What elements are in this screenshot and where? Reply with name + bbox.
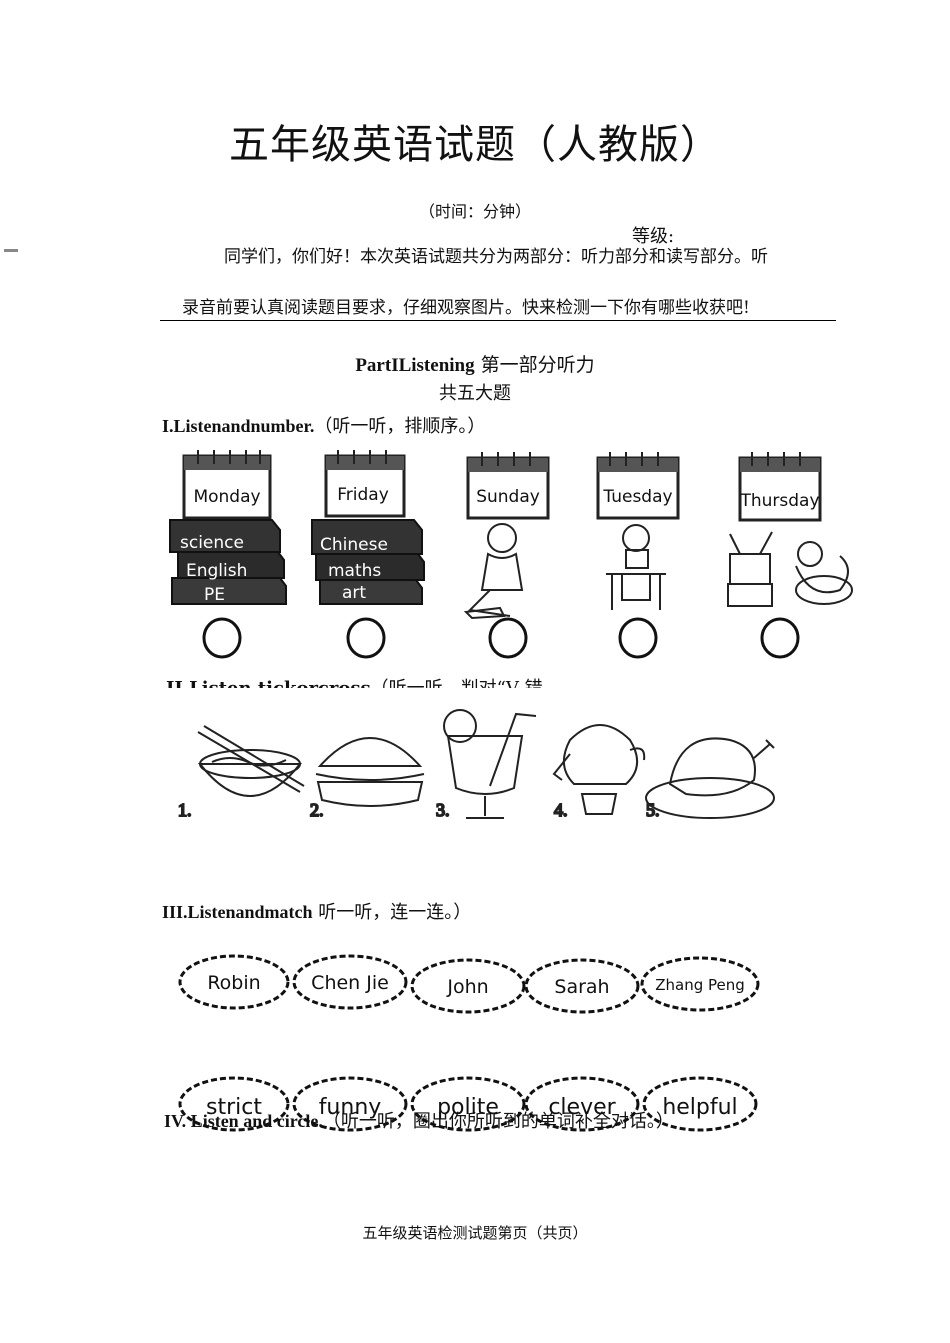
name-oval[interactable]: Zhang Peng — [640, 956, 760, 1012]
book-label: English — [186, 561, 247, 581]
answer-circle[interactable] — [202, 617, 242, 659]
name-oval[interactable]: Chen Jie — [292, 954, 408, 1010]
section-3-title-cn: 听一听，连一连。） — [312, 902, 472, 923]
name-label: John — [446, 976, 488, 998]
part-title: PartIListening 第一部分听力 — [0, 350, 950, 377]
day-label-tuesday: Tuesday — [602, 487, 672, 507]
adjective-oval[interactable]: strict — [178, 1076, 290, 1132]
day-label-thursday: Thursday — [739, 491, 819, 511]
boy-reading-picture — [606, 524, 666, 610]
name-label: Sarah — [554, 976, 609, 998]
answer-circle[interactable] — [346, 617, 386, 659]
tv-picture — [727, 531, 853, 607]
section-4-title-cn: （听一听，圈出你所听到的单词补全对话。） — [322, 1111, 674, 1132]
adjective-label: strict — [206, 1095, 262, 1120]
noodles-picture: 1. — [177, 725, 305, 821]
grade-label: 等级: — [632, 226, 675, 247]
book-label: PE — [204, 585, 225, 605]
juice-picture: 3. — [435, 709, 537, 821]
boy-drawing-picture — [463, 523, 524, 620]
tea-picture: 4. — [552, 724, 646, 821]
item-number: 4. — [554, 800, 568, 820]
adjective-label: polite — [437, 1095, 499, 1120]
intro-line-2: 录音前要认真阅读题目要求，仔细观察图片。快来检测一下你有哪些收获吧! — [160, 296, 836, 321]
hamburger-picture: 2. — [309, 737, 425, 821]
book-label: science — [180, 533, 244, 553]
section-3-heading: III.Listenandmatch 听一听，连一连。） — [162, 898, 471, 924]
book-label: art — [342, 583, 366, 603]
section-4-heading: IV. Listen and circle.（听一听，圈出你所听到的单词补全对话… — [164, 1107, 674, 1133]
answer-circle[interactable] — [488, 617, 528, 659]
part-subtitle: 共五大题 — [439, 383, 511, 404]
adjective-oval[interactable]: clever — [524, 1076, 640, 1132]
day-label-sunday: Sunday — [476, 487, 540, 507]
section-4-title-en: IV. Listen and circle. — [164, 1111, 323, 1131]
section-2-title-en: II.Listen tickorcross — [166, 678, 371, 688]
page-title: 五年级英语试题（人教版） — [229, 122, 721, 168]
answer-circle[interactable] — [618, 617, 658, 659]
adjective-oval[interactable]: helpful — [642, 1076, 758, 1132]
page-footer: 五年级英语检测试题第页（共页） — [362, 1224, 588, 1242]
adjective-label: clever — [548, 1095, 616, 1120]
calendar-monday: Monday — [182, 450, 272, 520]
name-label: Zhang Peng — [655, 976, 745, 994]
names-row: Robin Chen Jie John Sarah Zhang Peng — [178, 954, 760, 1014]
name-oval[interactable]: Robin — [178, 954, 290, 1010]
name-oval[interactable]: Sarah — [524, 958, 640, 1014]
name-label: Robin — [207, 972, 260, 994]
adjective-oval[interactable]: funny — [292, 1076, 408, 1132]
calendar-friday: Friday — [324, 450, 406, 518]
section-1-pictures: Monday science English PE Friday Chinese… — [169, 450, 853, 659]
item-number: 3. — [436, 800, 450, 820]
name-oval[interactable]: John — [410, 958, 526, 1014]
part-title-en: PartIListening — [355, 355, 475, 376]
item-number: 2. — [310, 800, 324, 820]
adjectives-row: strict funny polite clever helpful — [178, 1076, 758, 1132]
part-title-cn: 第一部分听力 — [474, 354, 595, 376]
book-label: maths — [328, 561, 381, 581]
adjective-label: funny — [319, 1095, 382, 1120]
item-number: 1. — [178, 800, 192, 820]
day-label-monday: Monday — [193, 487, 260, 507]
section-2-pictures: 1. 2. 3. 4. 5. — [177, 709, 775, 821]
name-label: Chen Jie — [311, 972, 389, 994]
section-2-title-cn: （听一听，判对“V 错 — [371, 678, 543, 688]
adjective-oval[interactable]: polite — [410, 1076, 526, 1132]
intro-line-1: 同学们，你们好！本次英语试题共分为两部分：听力部分和读写部分。听 — [224, 247, 768, 267]
section-1-title-en: I.Listenandnumber. — [162, 416, 315, 436]
calendar-tuesday: Tuesday — [596, 452, 680, 520]
adjective-label: helpful — [662, 1095, 737, 1120]
section-1-heading: I.Listenandnumber.（听一听，排顺序。） — [162, 412, 485, 438]
book-label: Chinese — [320, 535, 388, 555]
section-3-title-en: III.Listenandmatch — [162, 902, 313, 922]
roast-chicken-picture: 5. — [645, 737, 775, 821]
books-stack-1: science English PE — [169, 519, 287, 605]
calendar-thursday: Thursday — [738, 452, 822, 522]
calendar-sunday: Sunday — [466, 452, 550, 520]
day-label-friday: Friday — [337, 485, 389, 505]
section-2-heading: II.Listen tickorcross（听一听，判对“V 错 — [166, 674, 543, 688]
margin-marker — [4, 249, 18, 252]
time-line: （时间：分钟） — [418, 202, 531, 221]
section-1-title-cn: （听一听，排顺序。） — [314, 416, 486, 437]
item-number: 5. — [646, 800, 660, 820]
books-stack-2: Chinese maths art — [311, 519, 425, 605]
answer-circle[interactable] — [760, 617, 800, 659]
